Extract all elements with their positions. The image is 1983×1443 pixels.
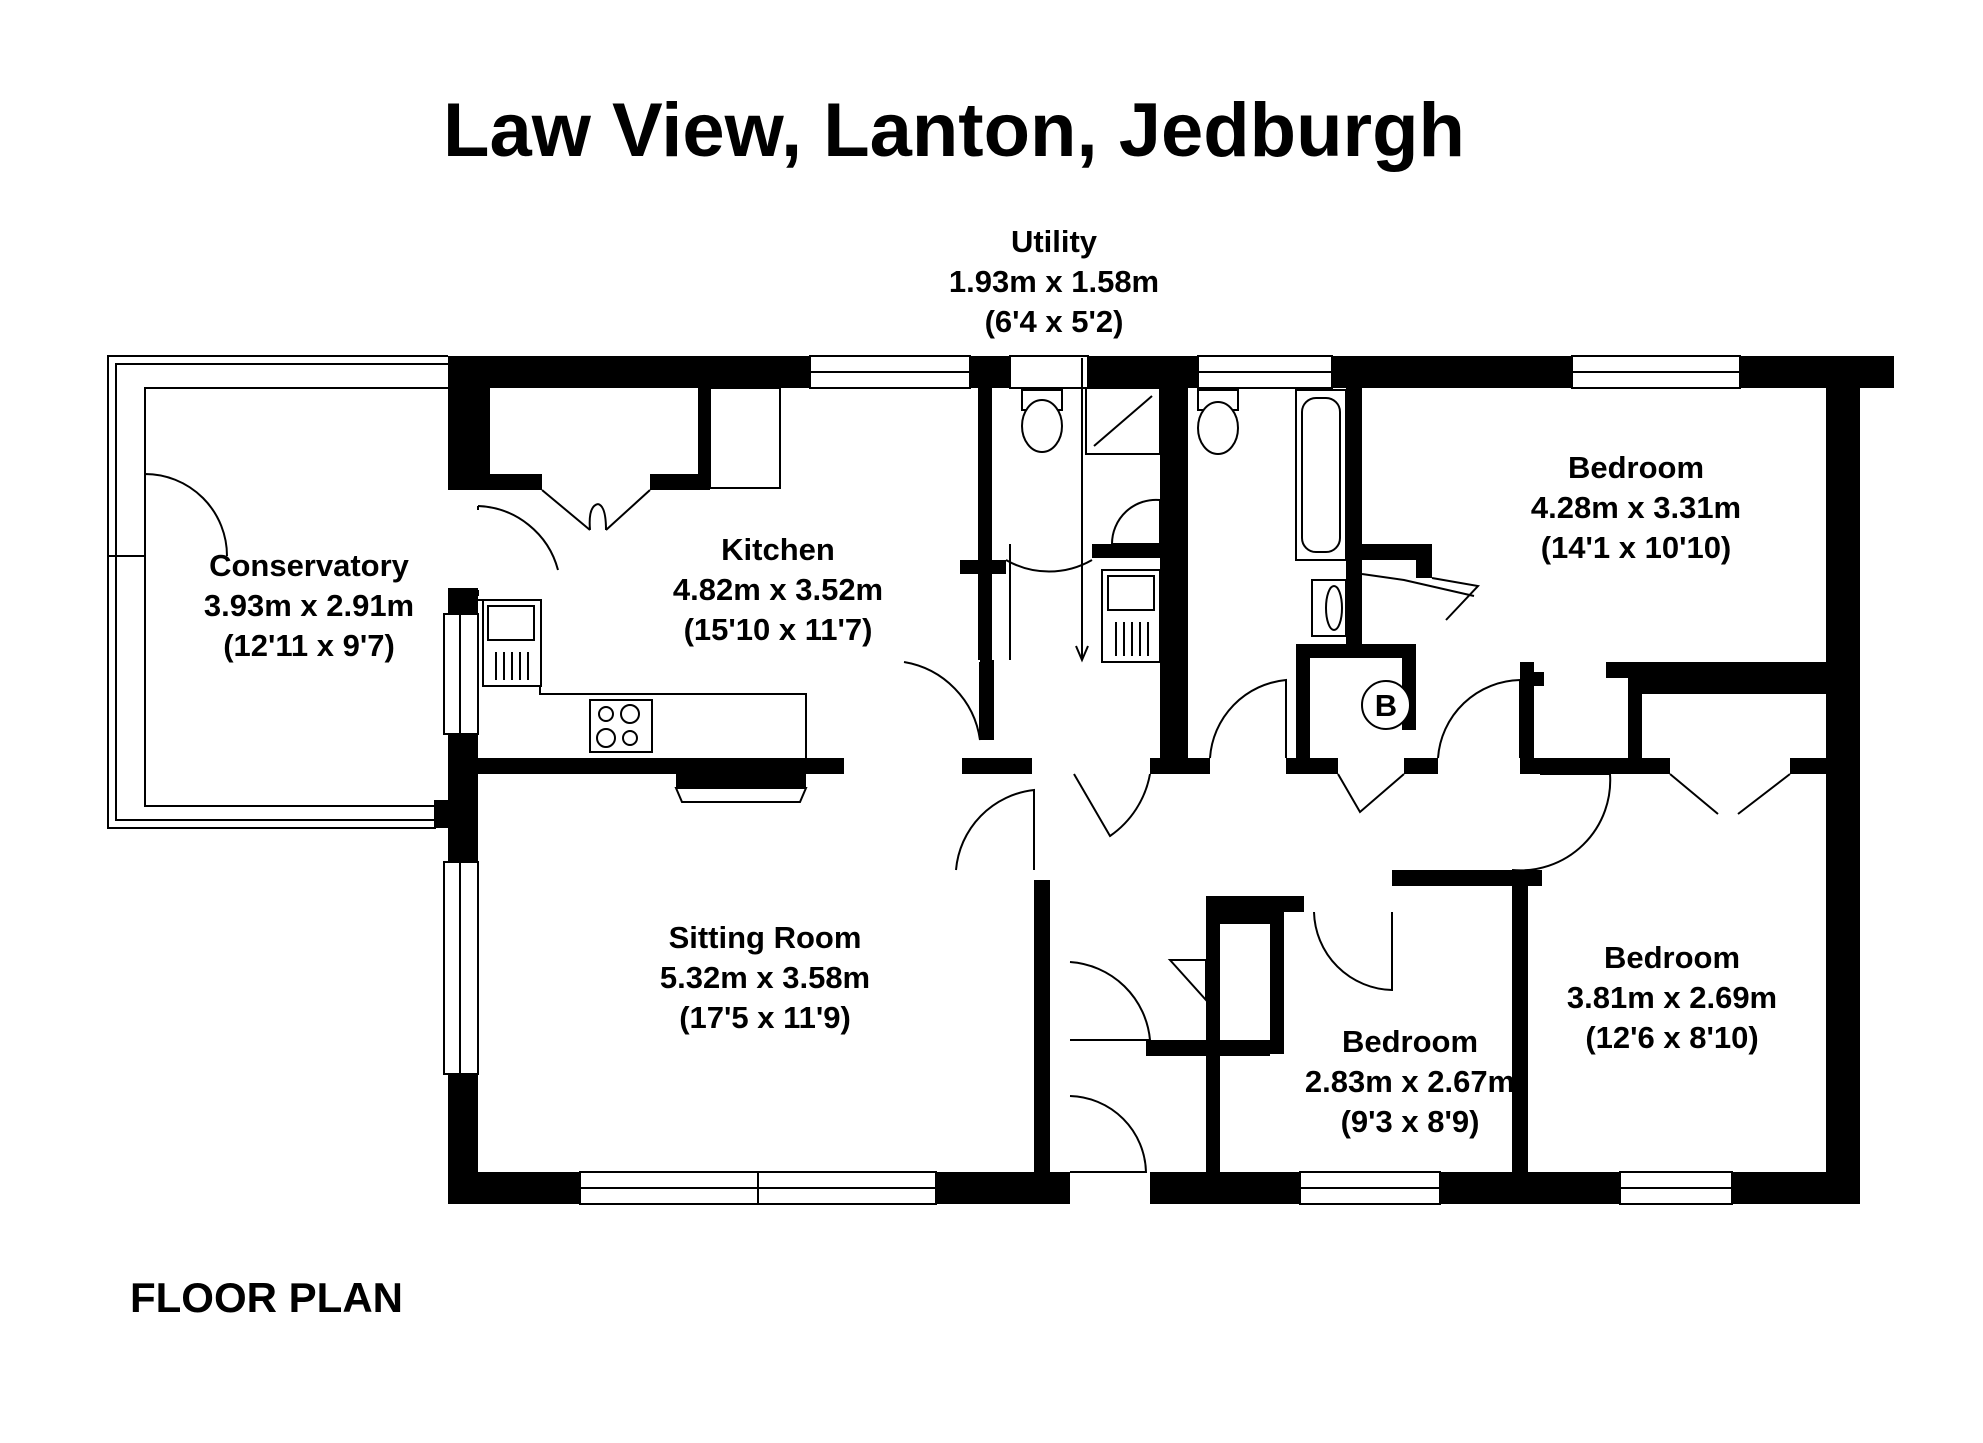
room-imperial: (9'3 x 8'9) — [1341, 1104, 1480, 1139]
room-label-bedroom-top-right: Bedroom 4.28m x 3.31m (14'1 x 10'10) — [1531, 450, 1741, 565]
room-name: Kitchen — [721, 532, 835, 567]
page-title: Law View, Lanton, Jedburgh — [443, 88, 1465, 173]
utility-toilet — [1021, 399, 1063, 453]
room-label-sitting-room: Sitting Room 5.32m x 3.58m (17'5 x 11'9) — [660, 920, 870, 1035]
room-metric: 5.32m x 3.58m — [660, 960, 870, 995]
room-imperial: (14'1 x 10'10) — [1541, 530, 1732, 565]
room-metric: 4.28m x 3.31m — [1531, 490, 1741, 525]
windows — [443, 355, 1741, 1205]
room-metric: 1.93m x 1.58m — [949, 264, 1159, 299]
bath-toilet — [1197, 401, 1239, 455]
room-name: Bedroom — [1568, 450, 1704, 485]
room-label-utility: Utility 1.93m x 1.58m (6'4 x 5'2) — [949, 224, 1159, 339]
conservatory-door-swing — [144, 472, 228, 557]
room-name: Sitting Room — [669, 920, 862, 955]
room-metric: 2.83m x 2.67m — [1305, 1064, 1515, 1099]
walls — [434, 356, 1894, 1204]
room-name: Utility — [1011, 224, 1098, 259]
utility-basin — [1110, 498, 1161, 545]
boiler-marker: B — [1375, 688, 1397, 723]
conservatory-walls — [107, 355, 448, 829]
room-imperial: (17'5 x 11'9) — [679, 1000, 851, 1035]
room-label-bedroom-bottom-middle: Bedroom 2.83m x 2.67m (9'3 x 8'9) — [1305, 1024, 1515, 1139]
room-label-kitchen: Kitchen 4.82m x 3.52m (15'10 x 11'7) — [673, 532, 883, 647]
room-metric: 4.82m x 3.52m — [673, 572, 883, 607]
room-imperial: (12'11 x 9'7) — [223, 628, 395, 663]
floor-plan-caption: FLOOR PLAN — [130, 1274, 403, 1321]
room-label-conservatory: Conservatory 3.93m x 2.91m (12'11 x 9'7) — [204, 548, 414, 663]
fixtures — [477, 358, 1411, 803]
room-imperial: (6'4 x 5'2) — [985, 304, 1124, 339]
room-imperial: (15'10 x 11'7) — [684, 612, 873, 647]
boiler-circle — [1361, 680, 1411, 730]
doors — [477, 489, 1791, 1173]
room-name: Bedroom — [1342, 1024, 1478, 1059]
room-name: Conservatory — [209, 548, 410, 583]
room-imperial: (12'6 x 8'10) — [1585, 1020, 1758, 1055]
room-name: Bedroom — [1604, 940, 1740, 975]
room-metric: 3.81m x 2.69m — [1567, 980, 1777, 1015]
room-label-bedroom-bottom-right: Bedroom 3.81m x 2.69m (12'6 x 8'10) — [1567, 940, 1777, 1055]
room-metric: 3.93m x 2.91m — [204, 588, 414, 623]
